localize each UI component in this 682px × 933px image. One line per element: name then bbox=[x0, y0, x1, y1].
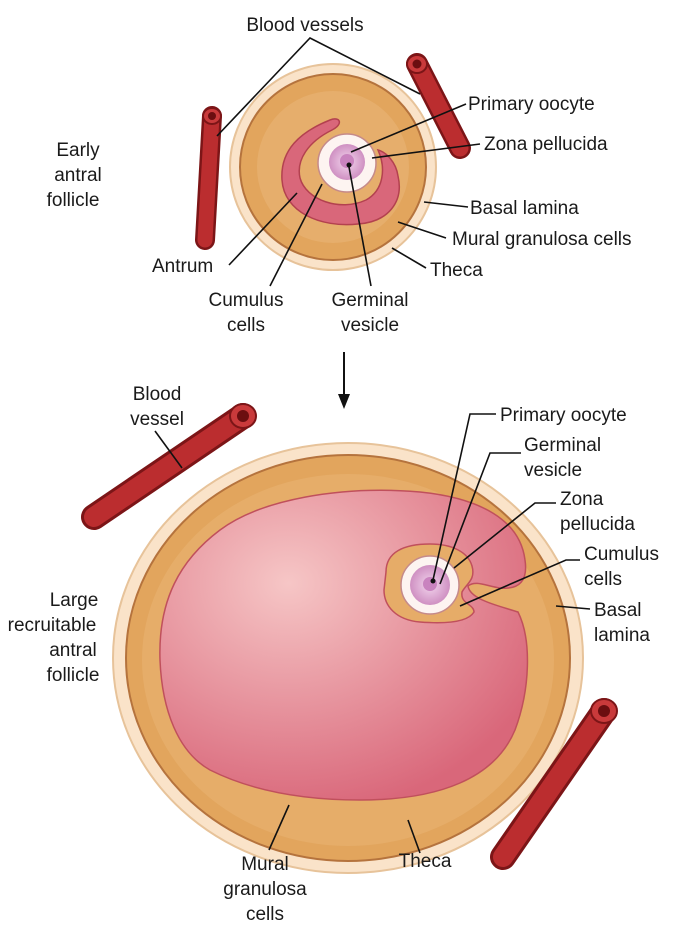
label-germinal-top-2: vesicle bbox=[341, 315, 399, 336]
label-cumulus-bottom-2: cells bbox=[584, 569, 622, 590]
label-large-follicle-2: recruitable bbox=[8, 615, 97, 636]
label-early-follicle-3: follicle bbox=[47, 190, 100, 211]
germinal-vesicle-large bbox=[423, 577, 437, 591]
label-mural-bottom-3: cells bbox=[246, 904, 284, 925]
label-germinal-bottom-1: Germinal bbox=[524, 435, 601, 456]
label-blood-vessels: Blood vessels bbox=[246, 15, 363, 36]
label-large-follicle-4: follicle bbox=[47, 665, 100, 686]
label-zona-bottom-2: pellucida bbox=[560, 514, 635, 535]
progression-arrow bbox=[338, 352, 350, 409]
label-cumulus-top-2: cells bbox=[227, 315, 265, 336]
label-basal-bottom-1: Basal bbox=[594, 600, 642, 621]
label-primary-oocyte-top: Primary oocyte bbox=[468, 94, 595, 115]
label-basal-lamina-top: Basal lamina bbox=[470, 198, 579, 219]
large-antral-follicle: Blood vessel Primary oocyte Germinal ves… bbox=[8, 384, 659, 925]
label-zona-bottom-1: Zona bbox=[560, 489, 604, 510]
blood-vessel-upper-left bbox=[81, 403, 257, 530]
bottom-leader-lines bbox=[154, 413, 591, 854]
early-antral-follicle: Blood vessels Primary oocyte Zona pelluc… bbox=[47, 15, 632, 336]
label-large-follicle-3: antral bbox=[49, 640, 97, 661]
label-germinal-bottom-2: vesicle bbox=[524, 460, 582, 481]
label-germinal-top-1: Germinal bbox=[331, 290, 408, 311]
antrum-large bbox=[159, 489, 529, 801]
label-cumulus-bottom-1: Cumulus bbox=[584, 544, 659, 565]
label-primary-oocyte-bottom: Primary oocyte bbox=[500, 405, 627, 426]
top-leader-lines bbox=[216, 37, 481, 287]
label-zona-pellucida-top: Zona pellucida bbox=[484, 134, 608, 155]
label-theca-top: Theca bbox=[430, 260, 483, 281]
label-blood-vessel-2: vessel bbox=[130, 409, 184, 430]
label-basal-bottom-2: lamina bbox=[594, 625, 650, 646]
label-mural-granulosa-top: Mural granulosa cells bbox=[452, 229, 632, 250]
label-cumulus-top-1: Cumulus bbox=[209, 290, 284, 311]
label-blood-vessel-1: Blood bbox=[133, 384, 182, 405]
label-antrum: Antrum bbox=[152, 256, 213, 277]
label-mural-bottom-2: granulosa bbox=[223, 879, 307, 900]
label-early-follicle-1: Early bbox=[56, 140, 100, 161]
label-early-follicle-2: antral bbox=[54, 165, 102, 186]
label-large-follicle-1: Large bbox=[50, 590, 99, 611]
blood-vessel-lower-right bbox=[490, 698, 618, 870]
label-mural-bottom-1: Mural bbox=[241, 854, 289, 875]
blood-vessel-right bbox=[406, 53, 471, 159]
blood-vessel-left bbox=[195, 106, 222, 250]
antrum-early bbox=[281, 118, 400, 226]
label-theca-bottom: Theca bbox=[399, 851, 452, 872]
